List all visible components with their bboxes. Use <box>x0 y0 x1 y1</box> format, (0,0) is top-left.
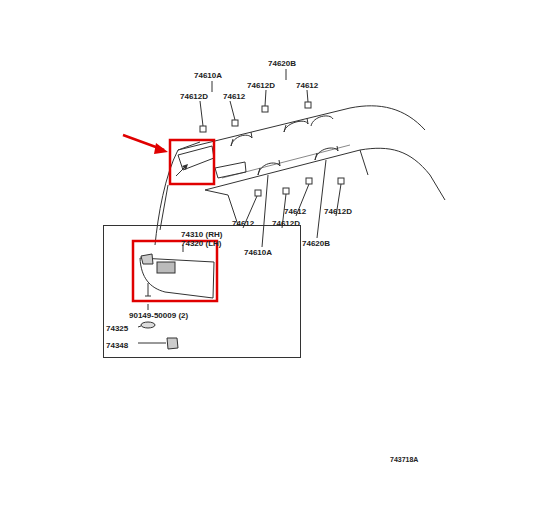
part-number: 74310 (RH) <box>181 231 222 239</box>
part-number: 90149-50009 (2) <box>129 312 188 320</box>
part-number: 74348 <box>106 342 128 350</box>
callout-number: 74612 <box>223 93 245 101</box>
callout-number: 74612D <box>324 208 352 216</box>
callout-number: 74610A <box>244 249 272 257</box>
callout-number: 74612 <box>232 220 254 228</box>
callout-number: 74620B <box>302 240 330 248</box>
callout-number: 74620B <box>268 60 296 68</box>
callout-number: 74612 <box>284 208 306 216</box>
callout-number: 74612D <box>247 82 275 90</box>
callout-number: 74610A <box>194 72 222 80</box>
callout-number: 74612D <box>272 220 300 228</box>
inset-panel: 74310 (RH)74320 (LH) 90149-50009 (2)74325… <box>103 225 301 358</box>
drawing-code: 743718A <box>390 456 418 463</box>
callout-number: 74612 <box>296 82 318 90</box>
part-number: 74325 <box>106 325 128 333</box>
callout-number: 74612D <box>180 93 208 101</box>
part-number: 74320 (LH) <box>181 240 221 248</box>
